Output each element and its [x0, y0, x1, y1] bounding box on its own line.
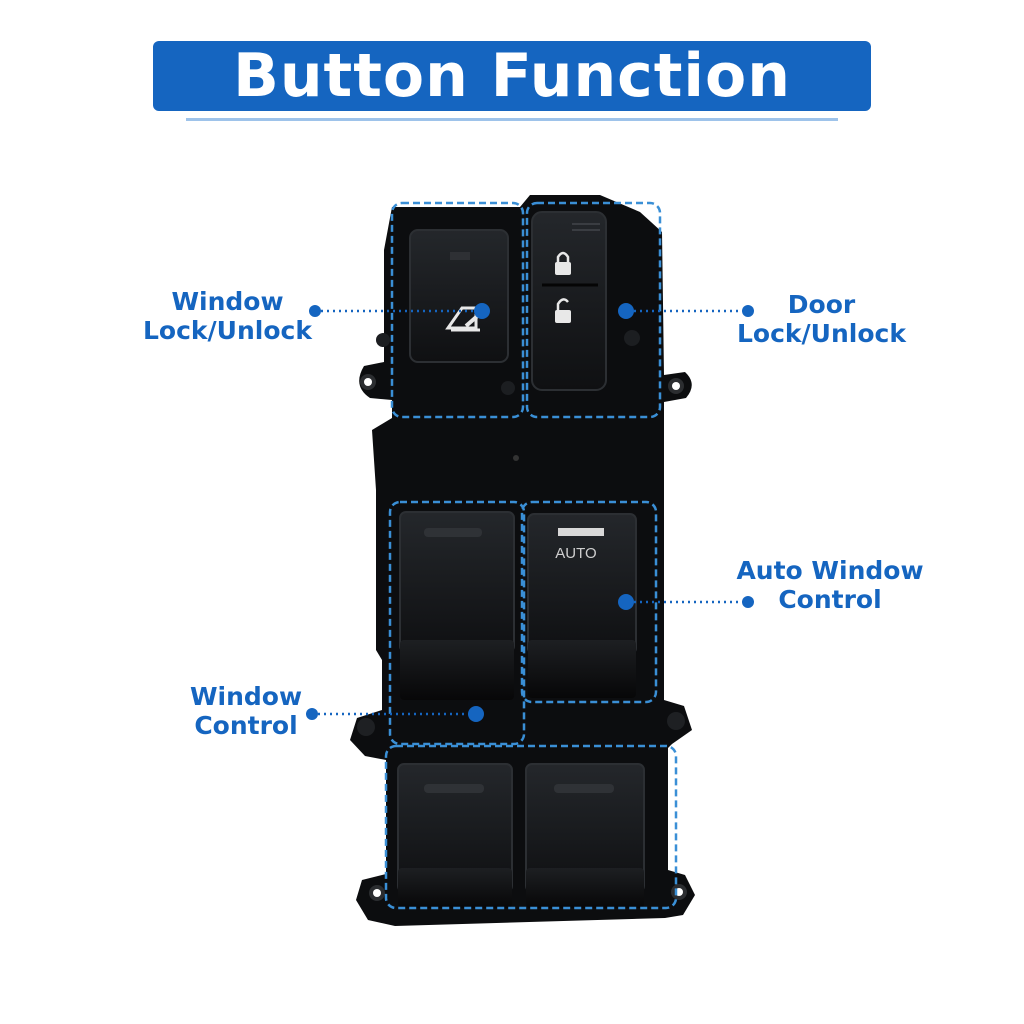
door-lock-callout-line2: Lock/Unlock: [737, 319, 906, 348]
lock-closed-icon: [555, 251, 571, 275]
page-title: Button Function: [233, 41, 791, 111]
rear-window-highlight: [384, 744, 678, 910]
auto-window-callout-line1: Auto Window: [736, 556, 924, 585]
auto-window-switch[interactable]: AUTO: [527, 513, 637, 698]
window-lock-callout-line2: Lock/Unlock: [143, 316, 312, 345]
auto-window-callout: Auto Window Control: [726, 556, 934, 614]
window-control-callout: Window Control: [170, 682, 322, 740]
door-lock-callout-line1: Door: [787, 290, 856, 319]
window-control-callout-line1: Window: [189, 682, 303, 711]
window-lock-callout: Window Lock/Unlock: [130, 287, 325, 345]
window-lock-highlight: [390, 201, 525, 419]
door-lock-callout: Door Lock/Unlock: [724, 290, 919, 348]
door-lock-rocker[interactable]: [531, 211, 607, 391]
auto-window-highlight: [520, 500, 658, 704]
window-control-highlight: [388, 500, 526, 746]
window-lock-callout-line1: Window: [171, 287, 284, 316]
auto-label: AUTO: [555, 545, 596, 562]
title-banner: Button Function: [153, 41, 871, 111]
callout-leaders: [306, 303, 754, 722]
window-switch-rear-left[interactable]: [397, 763, 513, 908]
window-switch-front-left[interactable]: [399, 511, 515, 700]
lock-open-icon: [555, 298, 571, 323]
window-lock-button[interactable]: [409, 229, 509, 363]
auto-window-callout-line2: Control: [778, 585, 882, 614]
window-control-callout-line2: Control: [194, 711, 298, 740]
title-underline: [186, 118, 838, 121]
window-switch-rear-right[interactable]: [525, 763, 645, 908]
